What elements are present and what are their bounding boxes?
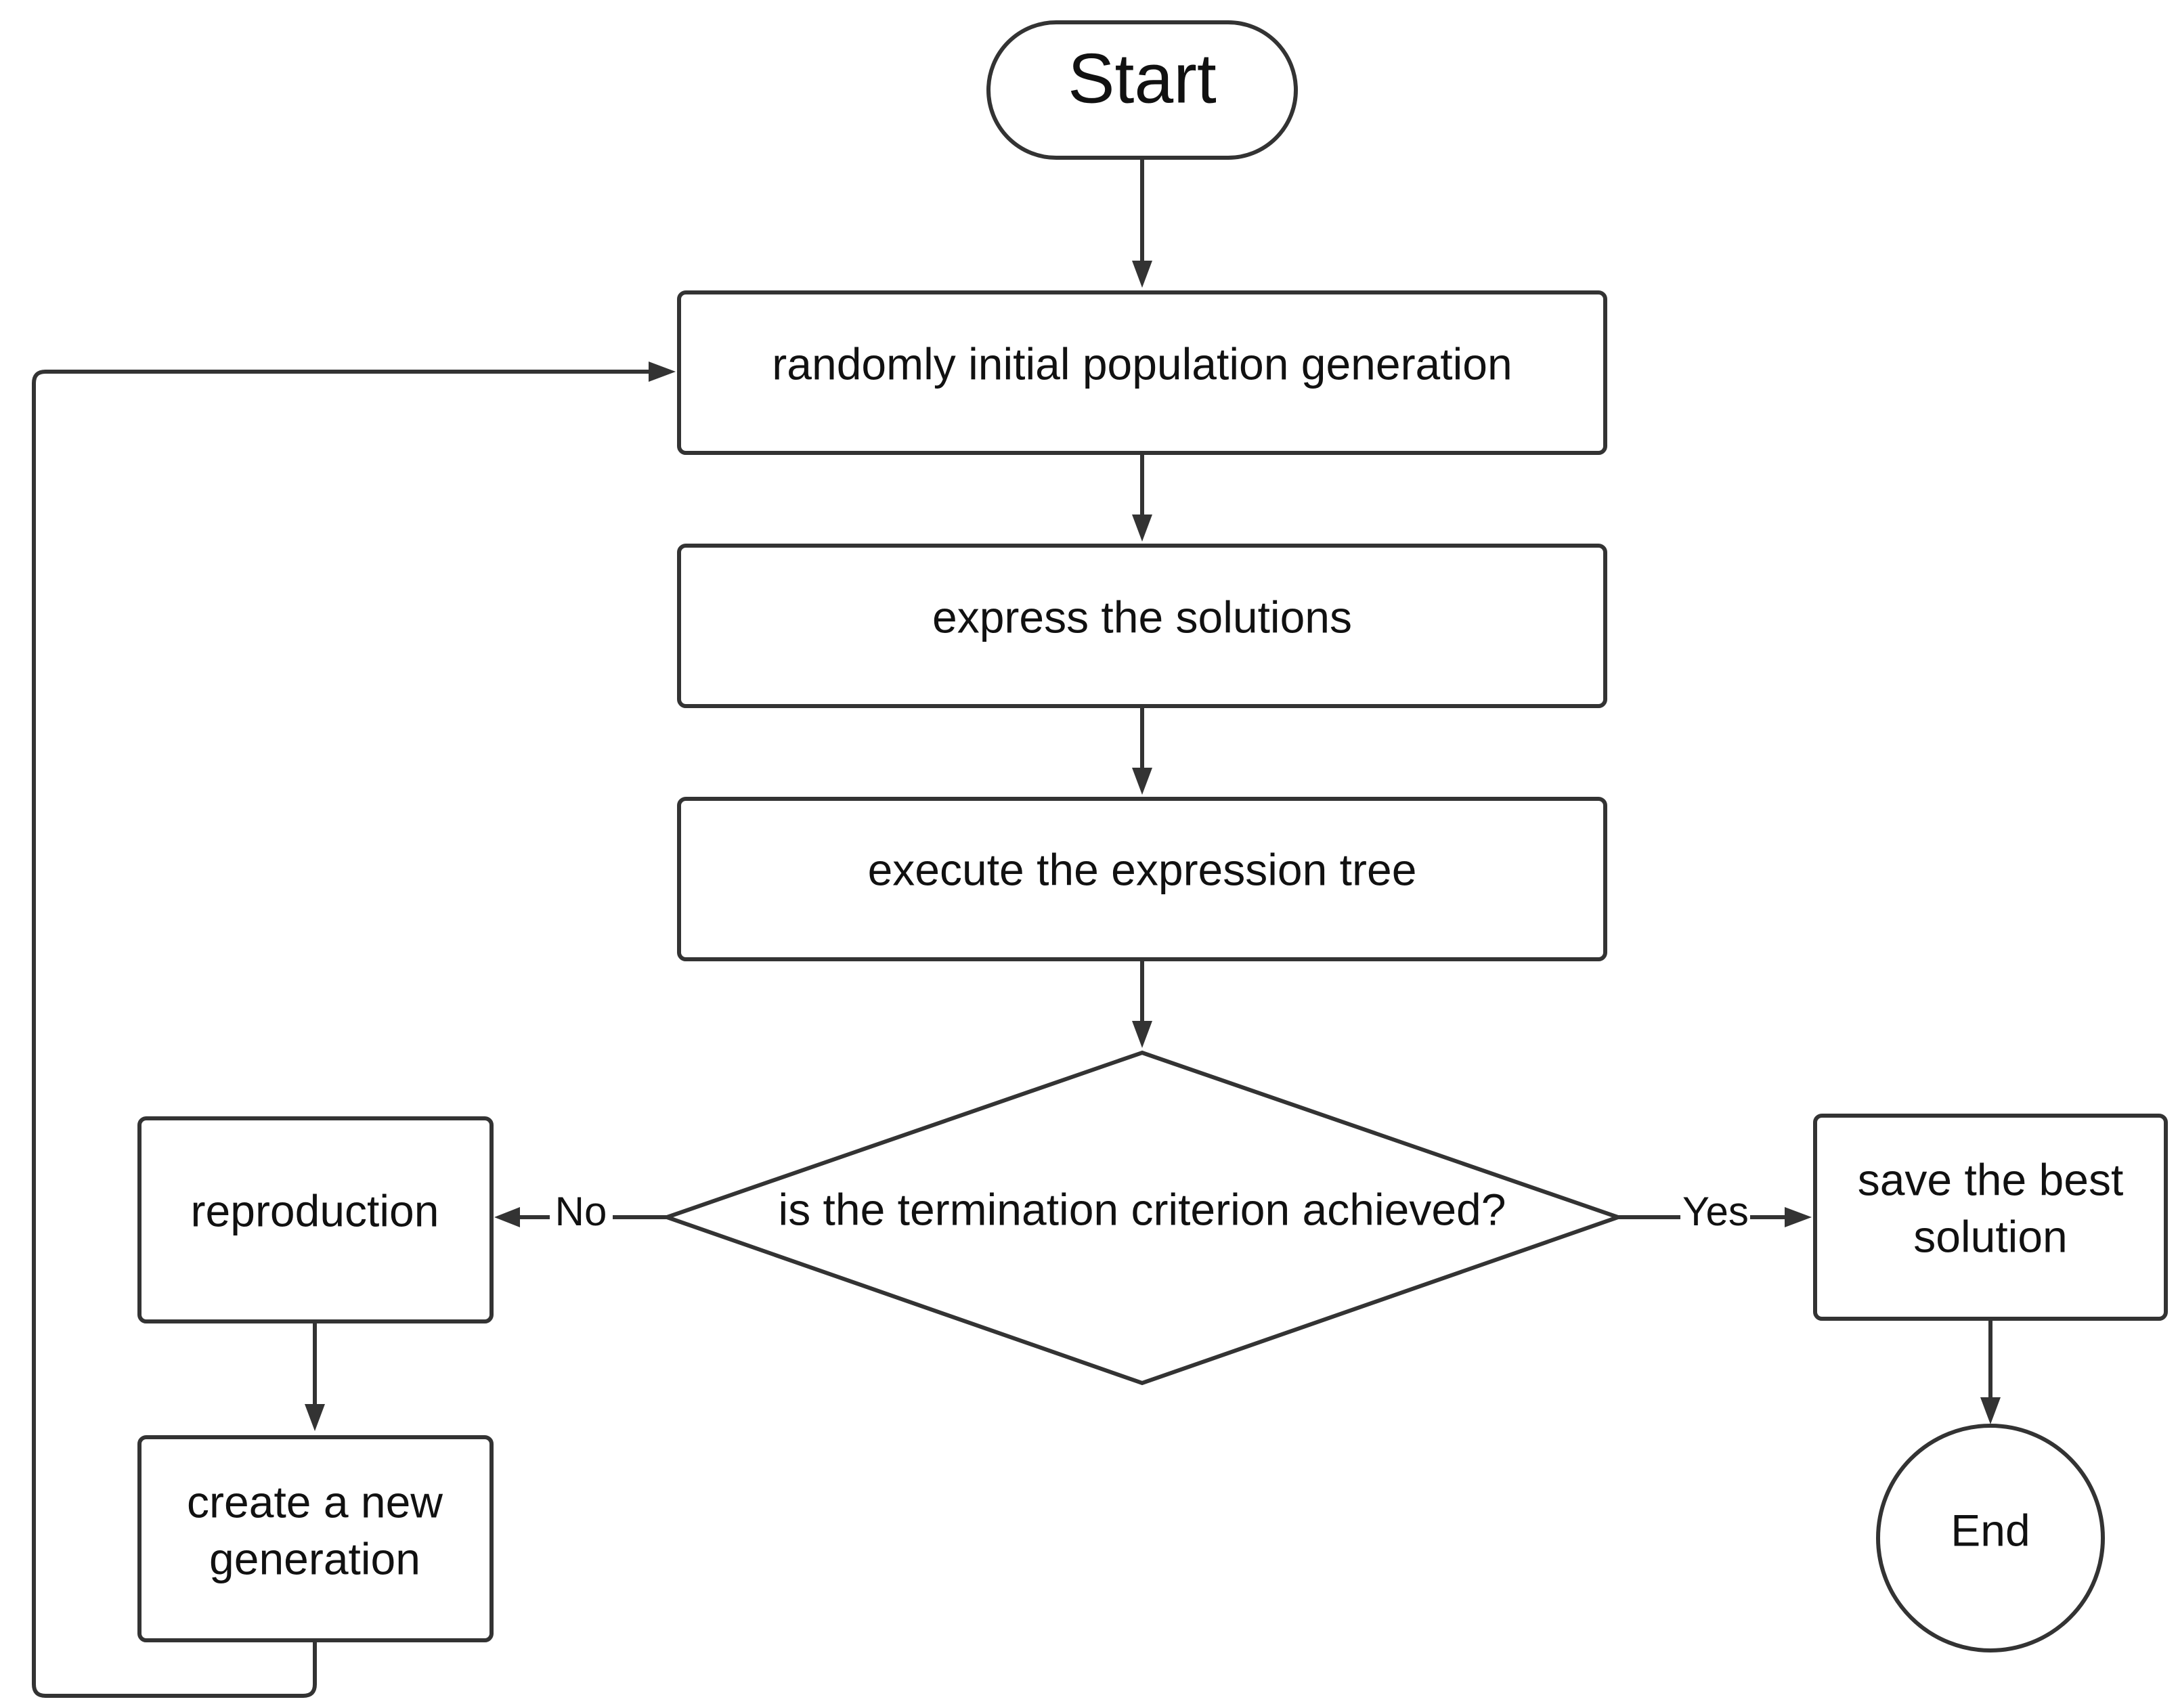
decision-label: is the termination criterion achieved?	[779, 1184, 1506, 1234]
express-solutions-node: express the solutions	[677, 544, 1607, 708]
edge-label-no: No	[555, 1189, 607, 1234]
start-node: Start	[986, 20, 1298, 160]
arrowhead-loop-back-to-init	[649, 362, 676, 382]
arrowhead-decision-to-reproduction	[494, 1207, 520, 1227]
init-population-label: randomly initial population generation	[772, 338, 1512, 389]
init-population-node: randomly initial population generation	[677, 290, 1607, 455]
arrowhead-reproduction-to-new-generation	[305, 1404, 325, 1431]
start-label: Start	[1068, 39, 1217, 118]
reproduction-node: reproduction	[137, 1116, 494, 1323]
edge-label-yes: Yes	[1682, 1189, 1749, 1234]
save-best-node: save the best solution	[1813, 1114, 2168, 1321]
execute-tree-label: execute the expression tree	[868, 844, 1417, 894]
express-solutions-label: express the solutions	[932, 592, 1352, 642]
arrowhead-init-to-express	[1132, 514, 1152, 542]
new-generation-label-line2: generation	[209, 1533, 420, 1583]
save-best-label-line1: save the best	[1858, 1154, 2124, 1204]
edge-loop-back-to-init	[32, 370, 650, 1698]
arrowhead-execute-to-decision	[1132, 1021, 1152, 1048]
new-generation-node: create a new generation	[137, 1435, 494, 1642]
save-best-label-line2: solution	[1913, 1211, 2068, 1261]
reproduction-label: reproduction	[191, 1185, 439, 1235]
arrowhead-save-to-end	[1980, 1397, 2001, 1424]
arrowhead-start-to-init	[1132, 261, 1152, 288]
edges	[32, 158, 2001, 1698]
execute-tree-node: execute the expression tree	[677, 797, 1607, 961]
end-label: End	[1951, 1505, 2030, 1555]
arrowhead-decision-to-save	[1785, 1207, 1812, 1227]
arrowhead-express-to-execute	[1132, 768, 1152, 795]
decision-node: is the termination criterion achieved?	[660, 1050, 1625, 1386]
new-generation-label-line1: create a new	[187, 1476, 443, 1527]
end-node: End	[1876, 1424, 2105, 1652]
